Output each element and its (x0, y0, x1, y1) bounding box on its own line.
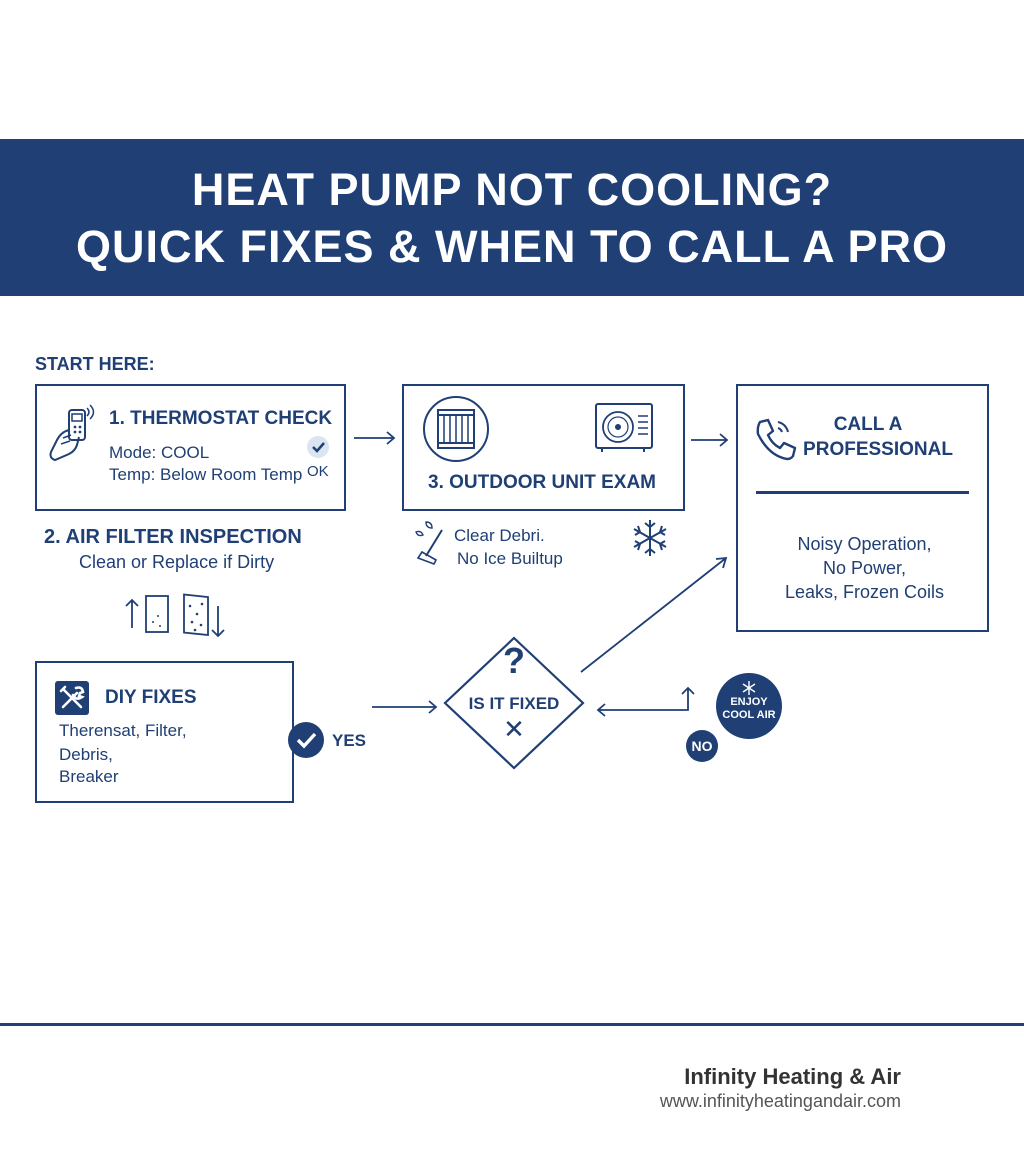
no-ice-note: No Ice Builtup (457, 549, 563, 568)
yes-label: YES (332, 731, 367, 750)
footer-divider (0, 1023, 1024, 1026)
outdoor-unit-icon (595, 403, 653, 452)
yes-check-icon (288, 722, 324, 758)
arrow-diy-to-decision (372, 700, 438, 714)
professional-line-1: Noisy Operation, (797, 534, 932, 554)
snowflake-icon (633, 520, 667, 556)
decision-label: IS IT FIXED (468, 694, 560, 713)
title-line-1: HEAT PUMP NOT COOLING? (191, 163, 833, 215)
thermostat-check-box: 1. THERMOSTAT CHECK Mode: COOL Temp: Bel… (35, 384, 346, 511)
filter-swap-icon (125, 593, 225, 638)
debris-icon (415, 521, 443, 566)
diy-fixes-box: DIY FIXES Therensat, Filter, Debris, Bre… (35, 661, 294, 803)
arrow-no-to-decision (596, 686, 695, 717)
title-banner: HEAT PUMP NOT COOLING? QUICK FIXES & WHE… (0, 139, 1024, 296)
arrow-outdoor-to-professional (691, 433, 729, 447)
diy-line-1: Therensat, Filter, (59, 721, 187, 740)
thermostat-temp: Temp: Below Room Temp (109, 465, 303, 484)
outdoor-unit-title: 3. OUTDOOR UNIT EXAM (428, 472, 657, 493)
diy-fixes-title: DIY FIXES (105, 687, 197, 708)
enjoy-line-2: COOL AIR (722, 709, 776, 721)
tools-icon (55, 681, 89, 715)
professional-title-2: PROFESSIONAL (803, 439, 953, 460)
arrow-thermostat-to-outdoor (354, 431, 396, 445)
x-mark-icon: ✕ (503, 714, 525, 744)
diy-line-2: Debris, (59, 745, 113, 764)
decision-diamond (443, 636, 585, 770)
footer-url: www.infinityheatingandair.com (659, 1091, 901, 1111)
coil-icon (423, 396, 489, 462)
air-filter-title: 2. AIR FILTER INSPECTION (44, 526, 302, 548)
check-icon (307, 436, 329, 458)
clear-debris-note: Clear Debri. (454, 526, 545, 545)
enjoy-line-1: ENJOY (730, 696, 768, 708)
professional-line-2: No Power, (822, 558, 907, 578)
diy-line-3: Breaker (59, 767, 119, 786)
ok-label: OK (307, 463, 329, 480)
professional-title-1: CALL A (833, 414, 903, 435)
outdoor-unit-box: 3. OUTDOOR UNIT EXAM (402, 384, 685, 511)
footer-company: Infinity Heating & Air (684, 1064, 901, 1089)
air-filter-detail: Clean or Replace if Dirty (79, 552, 275, 572)
thermostat-check-title: 1. THERMOSTAT CHECK (109, 408, 333, 429)
phone-icon (756, 418, 797, 461)
no-badge (686, 730, 718, 762)
arrow-decision-to-professional (580, 556, 728, 673)
title-line-2: QUICK FIXES & WHEN TO CALL A PRO (75, 220, 949, 272)
thermostat-mode: Mode: COOL (109, 443, 210, 462)
professional-line-3: Leaks, Frozen Coils (784, 582, 945, 602)
start-label: START HERE: (35, 354, 155, 374)
thermostat-hand-icon (49, 404, 95, 462)
question-mark-icon: ? (503, 640, 525, 681)
call-professional-box: CALL A PROFESSIONAL Noisy Operation, No … (736, 384, 989, 632)
enjoy-badge (716, 673, 782, 739)
no-label: NO (691, 738, 713, 754)
professional-divider (756, 491, 969, 494)
